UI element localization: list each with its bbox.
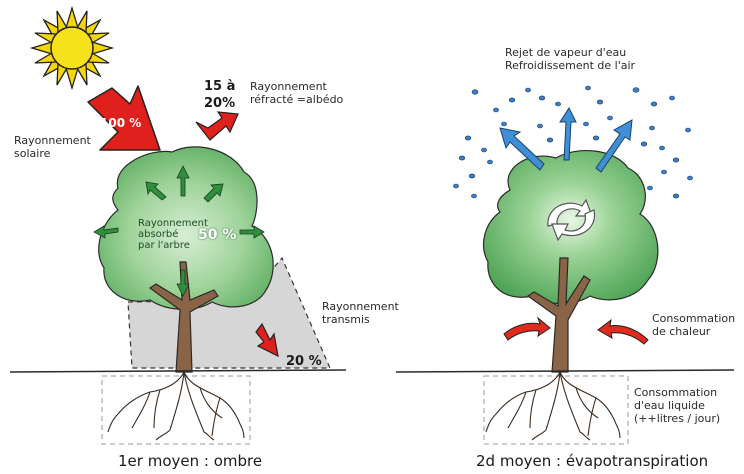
heat-arrow-left (503, 316, 551, 341)
root-zone-left (101, 375, 251, 445)
absorbed-percent: 50 % (198, 227, 237, 243)
transmitted-arrow (255, 322, 279, 358)
recycle-icon (547, 198, 596, 242)
roots-right (485, 371, 621, 441)
solar-arrow (87, 85, 161, 151)
reflected-radiation-label: Rayonnement réfracté =albédo (250, 80, 344, 106)
absorption-arrows (93, 165, 265, 297)
water-consumption-label: Consommation d'eau liquide (++litres / j… (634, 386, 721, 425)
solar-percent: 100 % (100, 116, 142, 130)
heat-arrow-right (597, 318, 649, 345)
ground-line-left (9, 369, 347, 373)
reflected-percent: 15 à 20% (204, 79, 236, 111)
roots-left (107, 371, 245, 441)
reflected-arrow (195, 111, 239, 141)
left-trunk (148, 261, 219, 373)
vapor-droplets (453, 85, 693, 199)
root-zone-right (483, 375, 629, 445)
left-caption: 1er moyen : ombre (118, 452, 263, 470)
right-foliage (483, 149, 659, 305)
right-caption: 2d moyen : évapotranspiration (476, 452, 709, 470)
right-trunk (526, 257, 591, 373)
heat-consumption-label: Consommation de chaleur (652, 312, 736, 338)
left-foliage (98, 146, 274, 310)
sun-icon (29, 5, 115, 91)
solar-radiation-label: Rayonnement solaire (14, 134, 91, 160)
absorbed-radiation-label: Rayonnement absorbé par l'arbre (138, 218, 208, 251)
transmitted-percent: 20 % (286, 354, 322, 369)
vapor-release-label: Rejet de vapeur d'eau Refroidissement de… (505, 46, 636, 72)
vapor-arrows (499, 106, 633, 173)
ground-line-right (395, 369, 735, 373)
transmitted-radiation-label: Rayonnement transmis (322, 300, 399, 326)
